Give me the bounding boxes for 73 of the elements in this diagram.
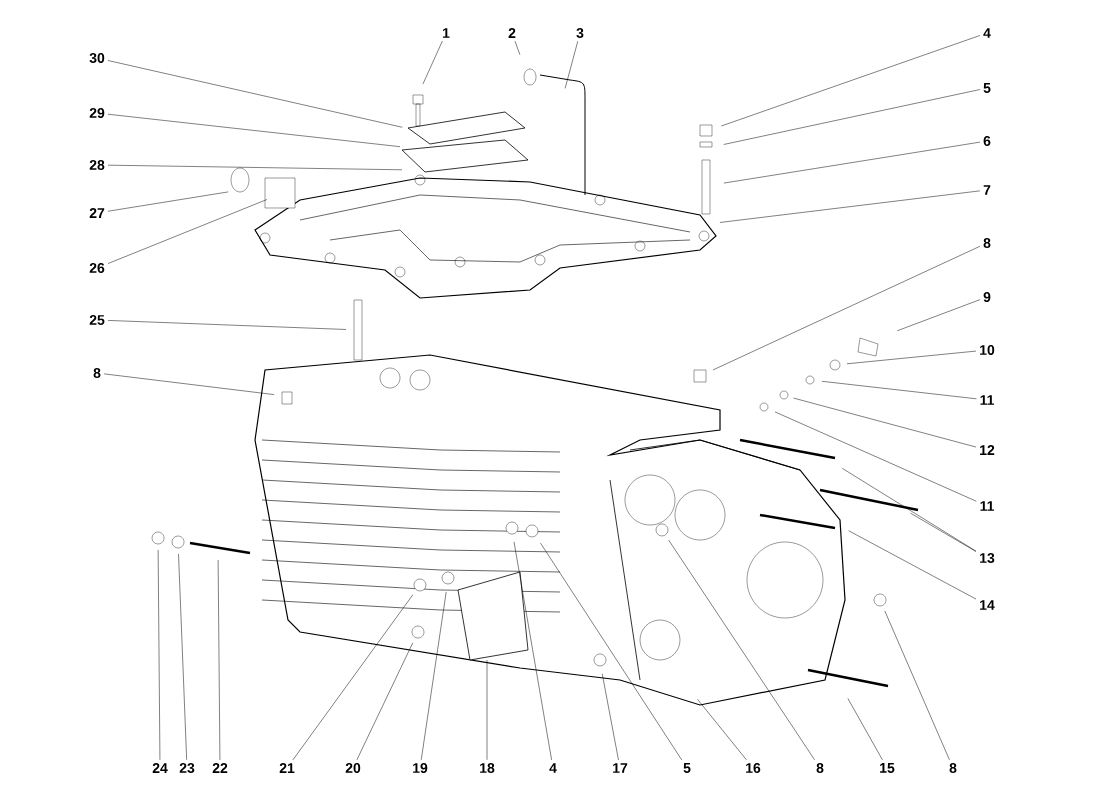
- callout-number: 8: [983, 238, 991, 248]
- leader-line: [157, 549, 161, 761]
- leader-line: [846, 350, 977, 365]
- callout-number: 30: [89, 53, 105, 63]
- callout-number: 16: [746, 763, 761, 773]
- leader-line: [896, 299, 981, 332]
- callout-number: 14: [980, 600, 995, 610]
- callout-number: 8: [93, 368, 101, 378]
- leader-line: [910, 512, 977, 552]
- callout-number: 18: [480, 763, 495, 773]
- callout-number: 4: [549, 763, 557, 773]
- callout-number: 1: [443, 28, 450, 38]
- leader-line: [719, 190, 981, 223]
- leader-line: [723, 89, 981, 145]
- callout-number: 10: [980, 345, 995, 355]
- leader-line: [356, 642, 414, 761]
- callout-number: 17: [613, 763, 628, 773]
- callout-number: 21: [279, 763, 295, 773]
- leader-line: [841, 468, 977, 552]
- callout-number: 26: [89, 263, 105, 273]
- leader-line: [422, 40, 443, 85]
- callout-number: 29: [89, 108, 105, 118]
- callout-number: 22: [212, 763, 228, 773]
- leader-line: [107, 320, 347, 330]
- leader-line: [107, 60, 403, 128]
- callout-number: 24: [152, 763, 168, 773]
- callout-number: 6: [983, 136, 991, 146]
- leader-line: [884, 610, 950, 761]
- callout-number: 28: [89, 160, 105, 170]
- leader-line: [107, 199, 268, 264]
- callout-number: 8: [949, 763, 957, 773]
- callout-number: 11: [980, 395, 994, 405]
- callout-number: 7: [983, 185, 991, 195]
- leader-line: [292, 594, 414, 761]
- callout-number: 12: [980, 445, 995, 455]
- leader-line: [668, 539, 815, 761]
- callout-number: 5: [683, 763, 691, 773]
- callout-number: 13: [980, 553, 995, 563]
- leader-line: [540, 542, 682, 761]
- leader-line: [721, 35, 981, 127]
- callout-number: 8: [816, 763, 824, 773]
- callout-number: 9: [983, 292, 991, 302]
- leader-line: [564, 40, 579, 89]
- leader-line: [107, 164, 403, 171]
- leader-line: [847, 698, 883, 761]
- leader-line: [723, 141, 981, 184]
- leader-line: [793, 397, 977, 448]
- leader-line: [513, 541, 552, 761]
- leader-line: [420, 591, 447, 761]
- callout-number: 5: [983, 83, 991, 93]
- callout-number: 11: [980, 501, 994, 511]
- leader-line: [712, 246, 981, 371]
- callout-number: 2: [508, 28, 516, 38]
- leader-line: [103, 373, 275, 395]
- leader-line: [848, 530, 977, 600]
- callout-number: 15: [880, 763, 895, 773]
- leader-line: [486, 659, 488, 761]
- callout-number: 27: [89, 208, 105, 218]
- callout-number: 4: [983, 28, 991, 38]
- callout-number: 20: [345, 763, 361, 773]
- callout-number: 19: [413, 763, 428, 773]
- callout-number: 23: [179, 763, 195, 773]
- leader-line: [107, 113, 401, 147]
- callout-number: 25: [89, 315, 105, 325]
- leader-line: [774, 411, 977, 502]
- leader-line: [601, 673, 619, 761]
- leader-line: [107, 191, 229, 212]
- callout-number: 3: [576, 28, 584, 38]
- leader-line: [821, 381, 977, 400]
- leader-line: [217, 559, 221, 761]
- leader-line: [697, 699, 747, 761]
- leader-line: [178, 553, 187, 761]
- leader-line: [514, 40, 521, 55]
